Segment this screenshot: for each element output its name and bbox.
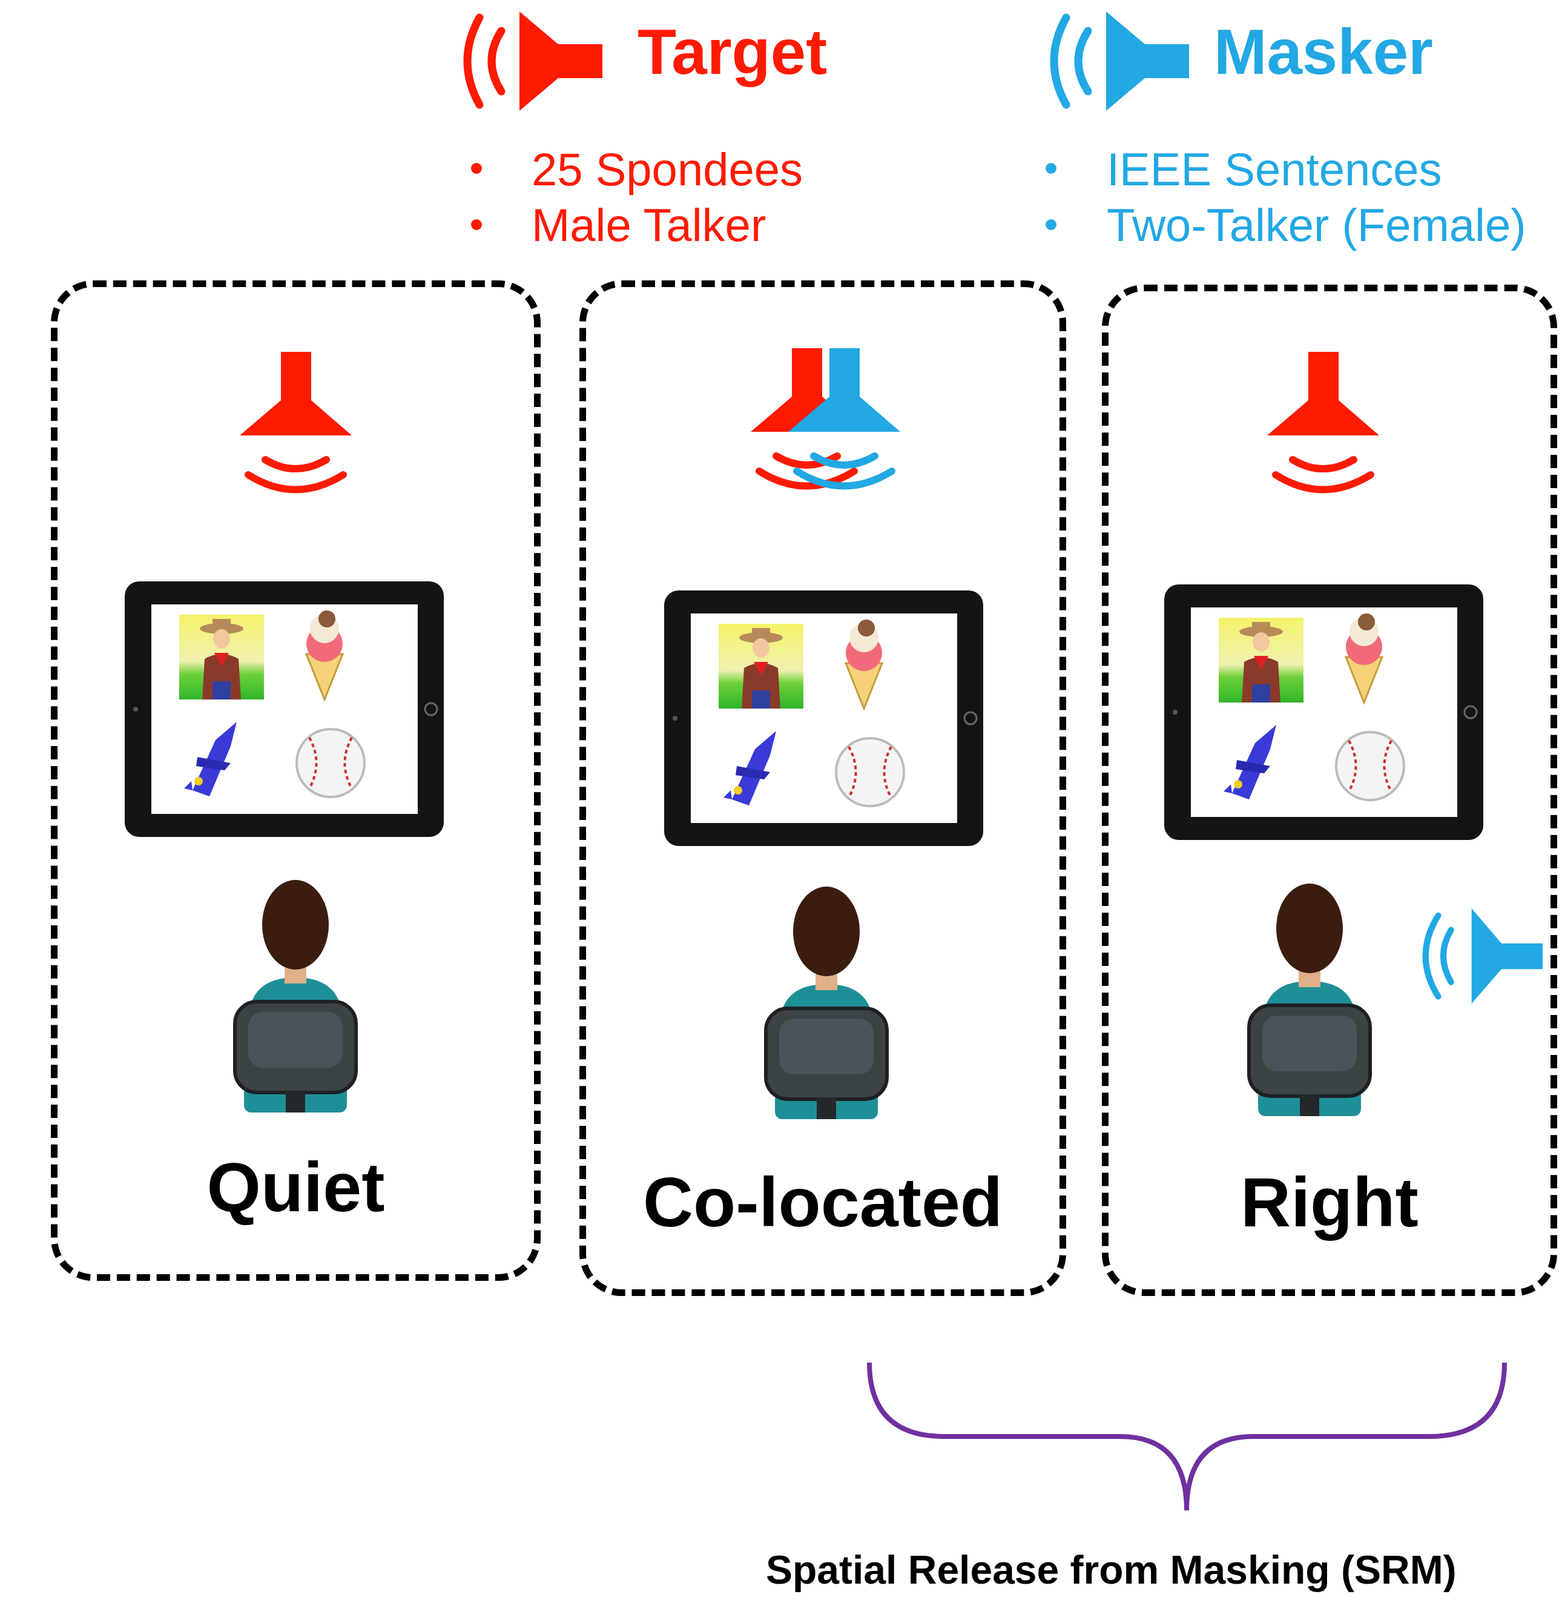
panel-box: Quiet [50,280,541,1281]
bracket-caption: Spatial Release from Masking (SRM) [765,1546,1457,1593]
panel-label: Co-located [642,1161,1003,1242]
legend-label: Target [637,15,828,89]
panel-box: Right [1101,284,1558,1296]
bullet-text: IEEE Sentences [1106,142,1442,196]
speaker-swatch [1040,10,1190,113]
bullet-text: 25 Spondees [531,142,803,196]
bullet-text: Male Talker [531,198,766,252]
panel-label: Quiet [207,1146,386,1227]
speaker-swatch [454,10,603,113]
legend-label: Masker [1213,15,1434,89]
bullet-text: Two-Talker (Female) [1106,198,1527,252]
panel-box: Co-located [579,280,1067,1296]
panel-label: Right [1240,1161,1419,1242]
